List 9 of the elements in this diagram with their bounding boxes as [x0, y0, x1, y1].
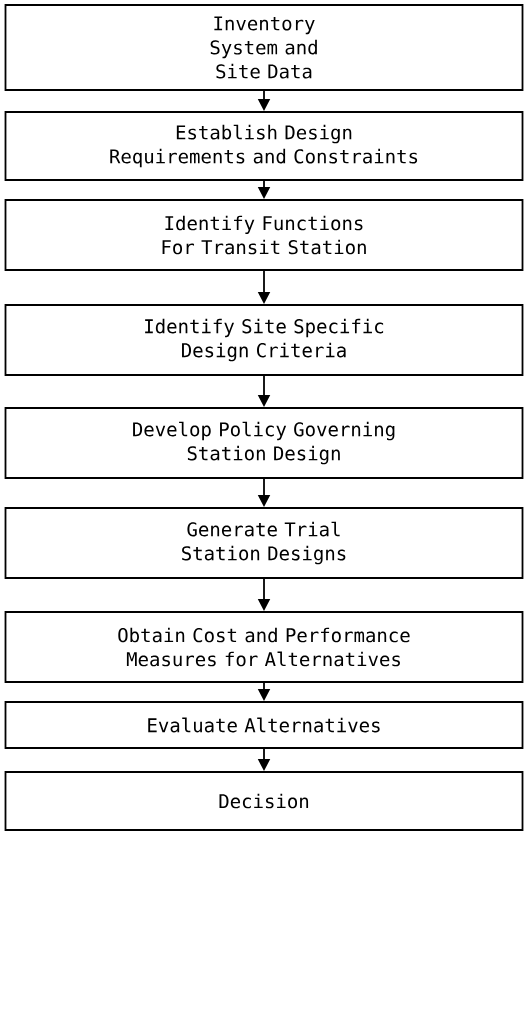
process-box: Decision — [4, 771, 524, 831]
process-box: Identify Functions For Transit Station — [4, 199, 524, 271]
process-box: Develop Policy Governing Station Design — [4, 407, 524, 479]
process-box: Generate Trial Station Designs — [4, 507, 524, 579]
process-box: Evaluate Alternatives — [4, 701, 524, 749]
process-box: Establish Design Requirements and Constraints — [4, 111, 524, 181]
process-box: Inventory System and Site Data — [4, 4, 524, 91]
process-box: Obtain Cost and Performance Measures for Alternatives — [4, 611, 524, 683]
process-box: Identify Site Specific Design Criteria — [4, 304, 524, 376]
